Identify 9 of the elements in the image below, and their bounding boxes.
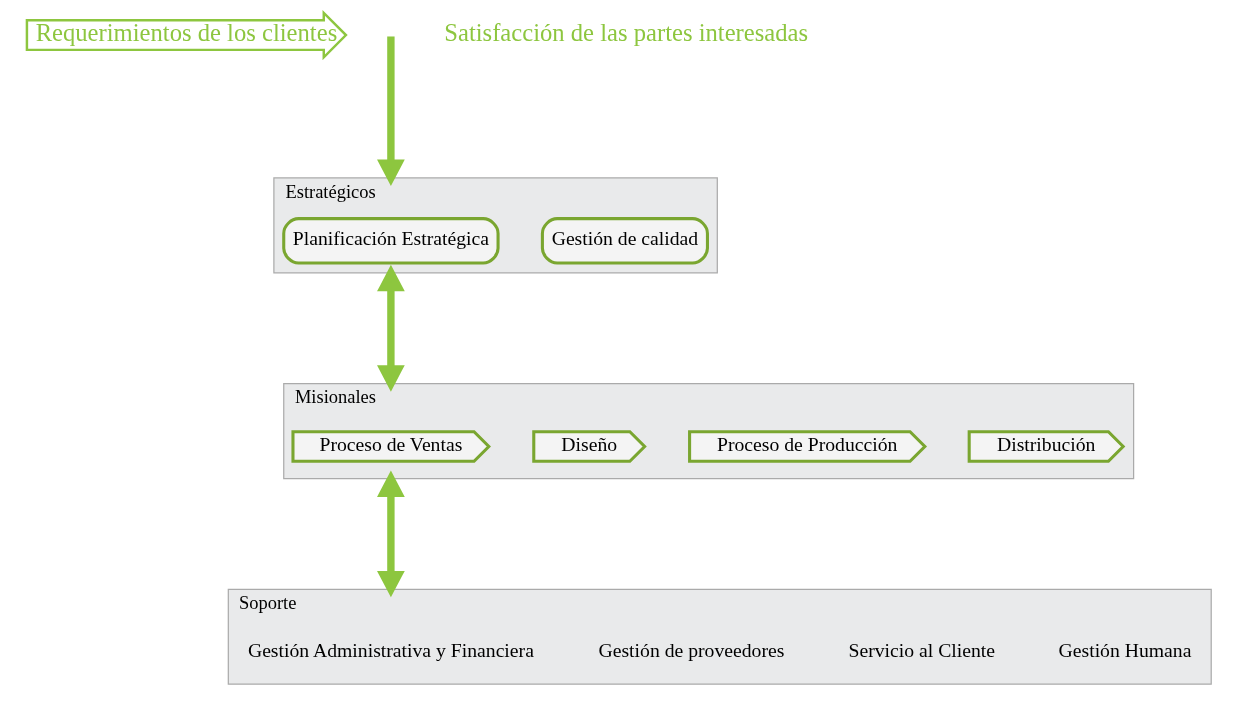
label: Satisfacción de las partes interesadas (444, 19, 809, 47)
node-text: Gestión Humana (1058, 638, 1192, 661)
node-text: Servicio al Cliente (848, 638, 996, 661)
node-text: Gestión Administrativa y Financiera (247, 638, 534, 661)
arrow (377, 264, 405, 392)
node-text: Gestión de proveedores (598, 638, 785, 661)
node-box: Gestión de calidad (540, 217, 709, 265)
node-box: Planificación Estratégica (282, 217, 500, 265)
arrow (377, 470, 405, 598)
